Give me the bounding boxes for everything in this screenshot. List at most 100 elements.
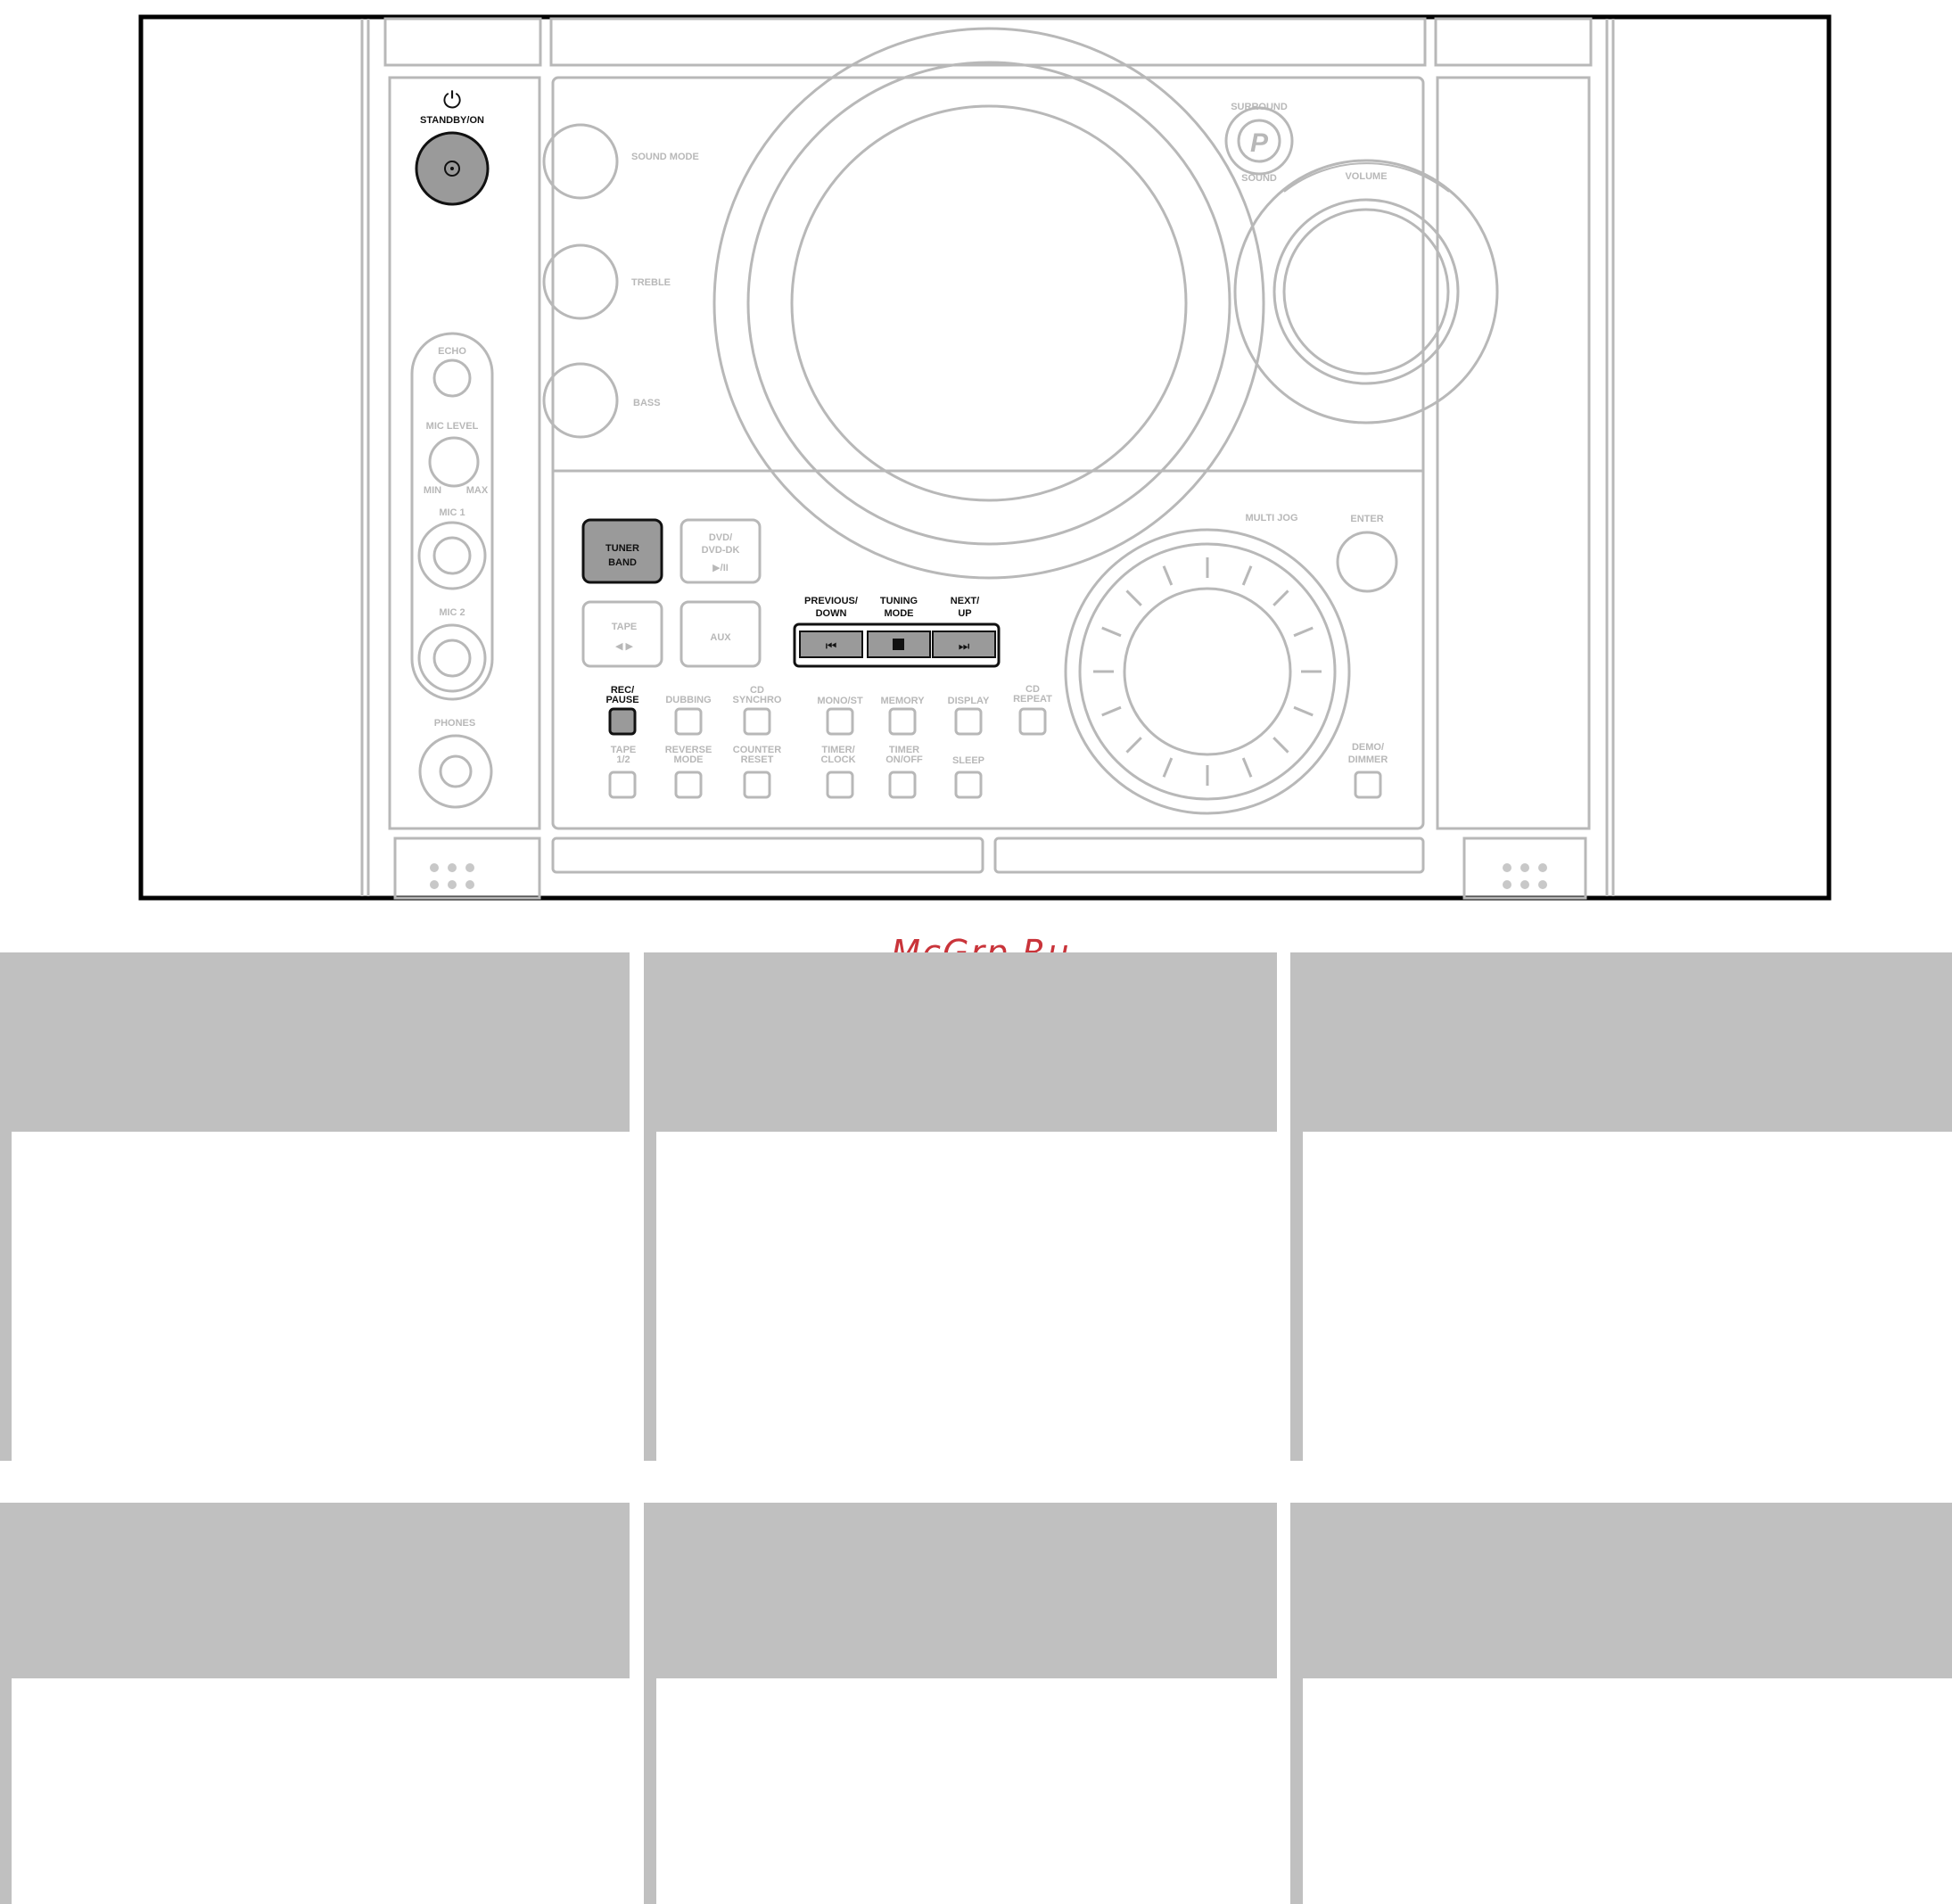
aux-label: AUX bbox=[710, 632, 731, 643]
mic2-jack[interactable] bbox=[417, 623, 487, 693]
bass-knob[interactable] bbox=[542, 362, 619, 439]
table-cell-r2-c3 bbox=[1290, 1503, 1952, 1904]
jog-tick bbox=[1125, 589, 1142, 606]
demo-dimmer-label-1: DEMO/ bbox=[1352, 742, 1384, 753]
surround-bottom-label: SOUND bbox=[1241, 173, 1277, 184]
tape12-label-2: 1/2 bbox=[616, 754, 630, 765]
sleep-label: SLEEP bbox=[952, 755, 984, 766]
next-label-2: UP bbox=[958, 608, 971, 619]
sound-mode-label: SOUND MODE bbox=[631, 152, 699, 162]
mic-level-label: MIC LEVEL bbox=[426, 421, 479, 432]
timer-onoff-button[interactable] bbox=[888, 771, 917, 799]
previous-icon: ⏮ bbox=[826, 639, 837, 654]
play-pause-icon: ▶/II bbox=[712, 563, 729, 573]
echo-knob[interactable] bbox=[432, 359, 472, 398]
timer-clock-button[interactable] bbox=[826, 771, 854, 799]
standby-button[interactable]: ⏻ STANDBY/ON bbox=[415, 87, 490, 206]
cd-synchro-button[interactable] bbox=[743, 707, 771, 736]
tape-button[interactable]: TAPE ◀ ▶ bbox=[581, 600, 663, 668]
rec-pause-label-2: PAUSE bbox=[605, 695, 638, 705]
mono-st-label: MONO/ST bbox=[817, 696, 863, 706]
rec-pause-button[interactable] bbox=[608, 707, 637, 736]
power-icon: ⏻ bbox=[443, 87, 462, 114]
multi-jog-dial[interactable] bbox=[1064, 528, 1351, 815]
mic-level-knob[interactable] bbox=[428, 436, 480, 488]
timer-clock-label-1: TIMER/ bbox=[821, 745, 854, 755]
display-label: DISPLAY bbox=[948, 696, 990, 706]
rec-pause-label-1: REC/ bbox=[611, 685, 634, 696]
tape12-button[interactable] bbox=[608, 771, 637, 799]
previous-label-2: DOWN bbox=[816, 608, 847, 619]
demo-dimmer-button[interactable] bbox=[1354, 771, 1382, 799]
sound-mode-knob[interactable] bbox=[542, 123, 619, 200]
volume-label: VOLUME bbox=[1345, 171, 1387, 182]
stop-button[interactable] bbox=[867, 631, 931, 658]
demo-dimmer-label-2: DIMMER bbox=[1348, 754, 1388, 765]
mic-panel bbox=[410, 332, 494, 701]
memory-label: MEMORY bbox=[880, 696, 925, 706]
mic2-label: MIC 2 bbox=[439, 607, 465, 618]
sleep-button[interactable] bbox=[954, 771, 983, 799]
stop-icon bbox=[893, 639, 904, 650]
jog-tick bbox=[1162, 757, 1174, 778]
tuner-band-button[interactable]: TUNER BAND bbox=[581, 518, 663, 584]
cd-repeat-label-1: CD bbox=[1025, 684, 1040, 695]
enter-button[interactable] bbox=[1336, 531, 1398, 593]
timer-onoff-label-2: ON/OFF bbox=[885, 754, 923, 765]
next-button[interactable]: ⏭ bbox=[932, 631, 996, 658]
echo-label: ECHO bbox=[438, 346, 466, 357]
treble-label: TREBLE bbox=[631, 277, 671, 288]
jog-tick bbox=[1273, 737, 1289, 754]
tape12-label-1: TAPE bbox=[611, 745, 637, 755]
bass-label: BASS bbox=[633, 398, 661, 408]
surround-top-label: SURROUND bbox=[1231, 102, 1288, 112]
tape-direction-icon: ◀ ▶ bbox=[615, 641, 634, 652]
jog-tick bbox=[1101, 626, 1122, 638]
counter-reset-label-1: COUNTER bbox=[733, 745, 781, 755]
device-front-panel-illustration: ⏻ STANDBY/ON SOUND MODE TREBLE BASS ECHO… bbox=[138, 14, 1832, 901]
display-button[interactable] bbox=[954, 707, 983, 736]
dubbing-label: DUBBING bbox=[665, 695, 711, 705]
treble-knob[interactable] bbox=[542, 243, 619, 320]
transport-group bbox=[793, 622, 1001, 668]
surround-sound-logo: P SURROUND SOUND bbox=[1224, 102, 1294, 184]
cd-repeat-button[interactable] bbox=[1018, 707, 1047, 736]
reverse-mode-button[interactable] bbox=[674, 771, 703, 799]
phones-jack[interactable] bbox=[418, 734, 493, 809]
volume-knob[interactable] bbox=[1233, 159, 1499, 424]
jog-tick bbox=[1293, 705, 1314, 717]
standby-label: STANDBY/ON bbox=[420, 115, 484, 126]
jog-tick bbox=[1125, 737, 1142, 754]
jog-tick bbox=[1241, 565, 1253, 586]
previous-button[interactable]: ⏮ bbox=[799, 631, 863, 658]
previous-label-1: PREVIOUS/ bbox=[804, 596, 858, 606]
jog-tick bbox=[1293, 626, 1314, 638]
jog-tick bbox=[1101, 705, 1122, 717]
next-icon: ⏭ bbox=[959, 639, 970, 654]
aux-button[interactable]: AUX bbox=[679, 600, 762, 668]
dvd-button[interactable]: DVD/ DVD-DK ▶/II bbox=[679, 518, 762, 584]
reverse-mode-label-2: MODE bbox=[674, 754, 704, 765]
table-cell-r1-c3 bbox=[1290, 952, 1952, 1461]
multi-jog-label: MULTI JOG bbox=[1245, 513, 1297, 523]
band-label: BAND bbox=[608, 557, 637, 568]
table-cell-r2-c2 bbox=[644, 1503, 1277, 1904]
next-label-1: NEXT/ bbox=[951, 596, 979, 606]
tuning-label-2: MODE bbox=[885, 608, 914, 619]
illustration-frame bbox=[138, 14, 1832, 901]
dubbing-button[interactable] bbox=[674, 707, 703, 736]
tape-label: TAPE bbox=[612, 622, 638, 632]
counter-reset-button[interactable] bbox=[743, 771, 771, 799]
mic1-jack[interactable] bbox=[417, 521, 487, 590]
dvd-label-1: DVD/ bbox=[709, 532, 732, 543]
enter-label: ENTER bbox=[1350, 514, 1383, 524]
timer-onoff-label-1: TIMER bbox=[889, 745, 919, 755]
surround-letter: P bbox=[1250, 128, 1269, 158]
memory-button[interactable] bbox=[888, 707, 917, 736]
tuner-label: TUNER bbox=[605, 543, 639, 554]
mic-level-max-label: MAX bbox=[466, 485, 489, 496]
phones-label: PHONES bbox=[434, 718, 475, 729]
reverse-mode-label-1: REVERSE bbox=[665, 745, 712, 755]
mono-st-button[interactable] bbox=[826, 707, 854, 736]
table-cell-r2-c1 bbox=[0, 1503, 630, 1904]
